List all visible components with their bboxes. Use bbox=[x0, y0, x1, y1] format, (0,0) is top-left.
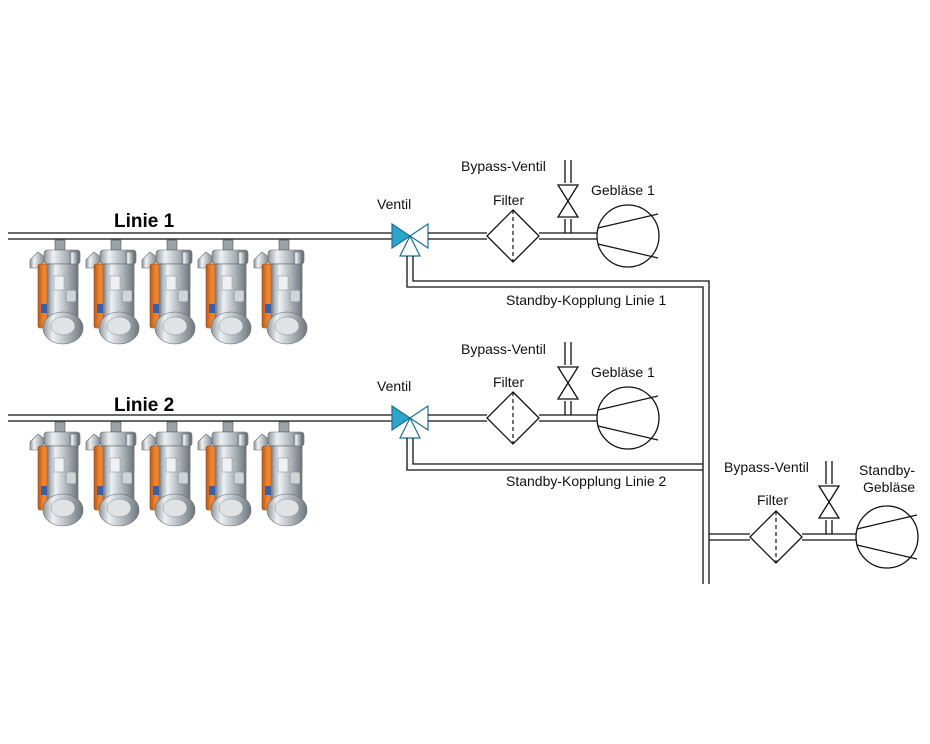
line-2-standby-label: Standby-Kopplung Linie 2 bbox=[506, 473, 667, 489]
standby-blower-label-line-1: Standby- bbox=[859, 462, 915, 478]
line-2-bypass-pipe bbox=[564, 342, 572, 415]
line-1-filter-label: Filter bbox=[493, 192, 524, 208]
standby-blower-label-line-2: Gebläse bbox=[863, 479, 915, 495]
vacuum-receiver-unit[interactable] bbox=[85, 239, 140, 345]
standby-pipe-to-blower bbox=[802, 533, 856, 541]
line-1-group: Linie 1 Ventil Filter Bypass-Ventil Gebl… bbox=[8, 158, 710, 584]
standby-group: Filter Bypass-Ventil Standby- Gebläse bbox=[709, 459, 919, 569]
line-1-main-pipe bbox=[8, 232, 392, 240]
vacuum-receiver-unit[interactable] bbox=[85, 421, 140, 527]
line-1-units bbox=[29, 239, 308, 345]
line-2-pipe-to-filter bbox=[428, 414, 487, 422]
line-1-standby-label: Standby-Kopplung Linie 1 bbox=[506, 292, 667, 308]
line-1-bypass-pipe bbox=[564, 160, 572, 233]
vacuum-receiver-unit[interactable] bbox=[197, 421, 252, 527]
line-1-standby-coupling-pipe bbox=[406, 256, 710, 584]
standby-bypass-valve-icon[interactable] bbox=[818, 485, 840, 519]
line-2-blower-icon[interactable] bbox=[596, 386, 660, 450]
line-1-filter-icon[interactable] bbox=[486, 209, 540, 263]
line-2-standby-coupling-pipe bbox=[406, 438, 703, 471]
standby-blower-icon[interactable] bbox=[855, 505, 919, 569]
line-2-title: Linie 2 bbox=[114, 395, 174, 416]
standby-bypass-label: Bypass-Ventil bbox=[724, 459, 809, 475]
vacuum-receiver-unit[interactable] bbox=[253, 421, 308, 527]
line-1-bypass-label: Bypass-Ventil bbox=[461, 158, 546, 174]
line-2-three-way-valve[interactable] bbox=[391, 404, 429, 439]
line-2-filter-label: Filter bbox=[493, 374, 524, 390]
line-1-pipe-to-blower bbox=[539, 232, 597, 240]
standby-filter-label: Filter bbox=[757, 492, 788, 508]
vacuum-receiver-unit[interactable] bbox=[29, 239, 84, 345]
line-1-bypass-valve-icon[interactable] bbox=[557, 184, 579, 218]
vacuum-receiver-unit[interactable] bbox=[197, 239, 252, 345]
standby-pipe-to-filter bbox=[709, 533, 750, 541]
line-2-bypass-valve-icon[interactable] bbox=[557, 366, 579, 400]
line-2-main-pipe bbox=[8, 414, 392, 422]
line-2-group: Linie 2 Ventil Filter Bypass-Ventil Gebl… bbox=[8, 341, 703, 527]
standby-filter-icon[interactable] bbox=[749, 510, 803, 564]
line-1-blower-label: Gebläse 1 bbox=[591, 182, 655, 198]
line-2-units bbox=[29, 421, 308, 527]
line-1-blower-icon[interactable] bbox=[596, 204, 660, 268]
line-2-valve-label: Ventil bbox=[377, 378, 411, 394]
line-2-filter-icon[interactable] bbox=[486, 391, 540, 445]
line-1-title: Linie 1 bbox=[114, 211, 175, 232]
vacuum-receiver-unit[interactable] bbox=[141, 239, 196, 345]
vacuum-receiver-unit[interactable] bbox=[141, 421, 196, 527]
vacuum-receiver-unit[interactable] bbox=[29, 421, 84, 527]
standby-bypass-pipe bbox=[825, 461, 833, 534]
line-1-pipe-to-filter bbox=[428, 232, 487, 240]
line-1-valve-label: Ventil bbox=[377, 196, 411, 212]
line-1-three-way-valve[interactable] bbox=[391, 222, 429, 257]
line-2-pipe-to-blower bbox=[539, 414, 597, 422]
vacuum-receiver-unit[interactable] bbox=[253, 239, 308, 345]
line-2-blower-label: Gebläse 1 bbox=[591, 364, 655, 380]
line-2-bypass-label: Bypass-Ventil bbox=[461, 341, 546, 357]
